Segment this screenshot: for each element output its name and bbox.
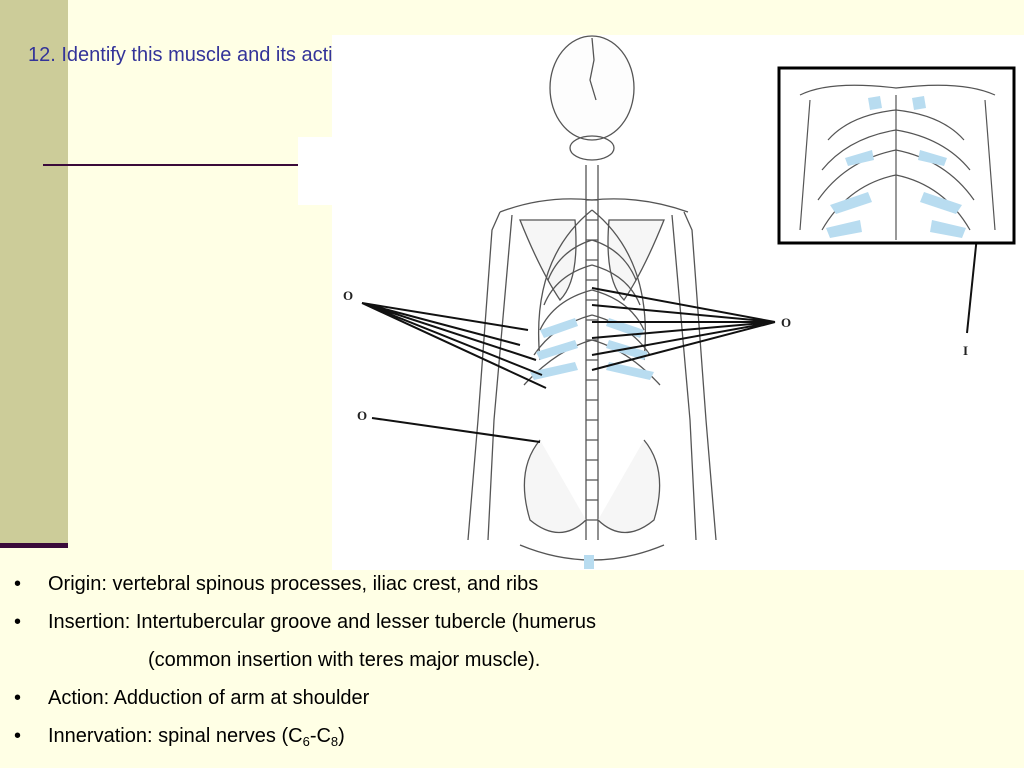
insertion-text: Insertion: Intertubercular groove and le… bbox=[48, 611, 597, 633]
thorax-inset bbox=[777, 66, 1016, 245]
answer-underline bbox=[43, 164, 298, 166]
skeleton-figure bbox=[467, 35, 717, 561]
left-iliac bbox=[523, 439, 587, 533]
right-forearm bbox=[689, 419, 717, 541]
right-iliac bbox=[597, 439, 661, 533]
action-text: Action: Adduction of arm at shoulder bbox=[48, 687, 370, 709]
innervation-sub-2: 8 bbox=[330, 734, 339, 749]
bullet-insertion-continued: (common insertion with teres major muscl… bbox=[0, 646, 1024, 684]
left-decorative-band bbox=[0, 0, 68, 548]
bullet-marker: • bbox=[14, 725, 22, 747]
origin-label-right: O bbox=[781, 315, 791, 330]
skeleton-illustration: O O O I bbox=[332, 35, 1024, 570]
bullet-list: • Origin: vertebral spinous processes, i… bbox=[0, 570, 1024, 760]
bullet-marker: • bbox=[14, 687, 22, 709]
innervation-suffix: ) bbox=[338, 725, 345, 747]
spine bbox=[585, 165, 599, 540]
bullet-insertion: • Insertion: Intertubercular groove and … bbox=[0, 608, 1024, 646]
bullet-action: • Action: Adduction of arm at shoulder bbox=[0, 684, 1024, 722]
insertion-text-continued: (common insertion with teres major muscl… bbox=[148, 649, 541, 671]
skull-suture bbox=[589, 37, 597, 101]
bullet-origin: • Origin: vertebral spinous processes, i… bbox=[0, 570, 1024, 608]
innervation-mid: -C bbox=[309, 725, 331, 747]
bullet-innervation: • Innervation: spinal nerves (C6-C8) bbox=[0, 722, 1024, 760]
left-humerus bbox=[477, 211, 501, 421]
origin-label-iliac: O bbox=[357, 408, 367, 423]
innervation-sub-1: 6 bbox=[302, 734, 310, 749]
right-rib-outline bbox=[591, 209, 647, 361]
origin-label-left: O bbox=[343, 288, 353, 303]
shoulder-line bbox=[499, 198, 689, 213]
slide-title: 12. Identify this muscle and its action … bbox=[28, 44, 366, 66]
left-rib-outline bbox=[537, 209, 593, 361]
left-scapula bbox=[519, 219, 577, 302]
bullet-marker: • bbox=[14, 573, 22, 595]
innervation-prefix: Innervation: spinal nerves (C bbox=[48, 725, 303, 747]
left-accent-bar bbox=[0, 543, 68, 548]
right-scapula bbox=[607, 219, 665, 302]
right-humerus bbox=[683, 211, 707, 421]
innervation-text: Innervation: spinal nerves (C6-C8) bbox=[48, 722, 345, 750]
white-tab bbox=[298, 137, 338, 205]
left-forearm bbox=[467, 419, 495, 541]
insertion-label: I bbox=[963, 343, 968, 358]
jaw bbox=[569, 135, 615, 161]
origin-highlights bbox=[530, 318, 654, 569]
origin-text: Origin: vertebral spinous processes, ili… bbox=[48, 573, 539, 595]
bullet-marker: • bbox=[14, 611, 22, 633]
